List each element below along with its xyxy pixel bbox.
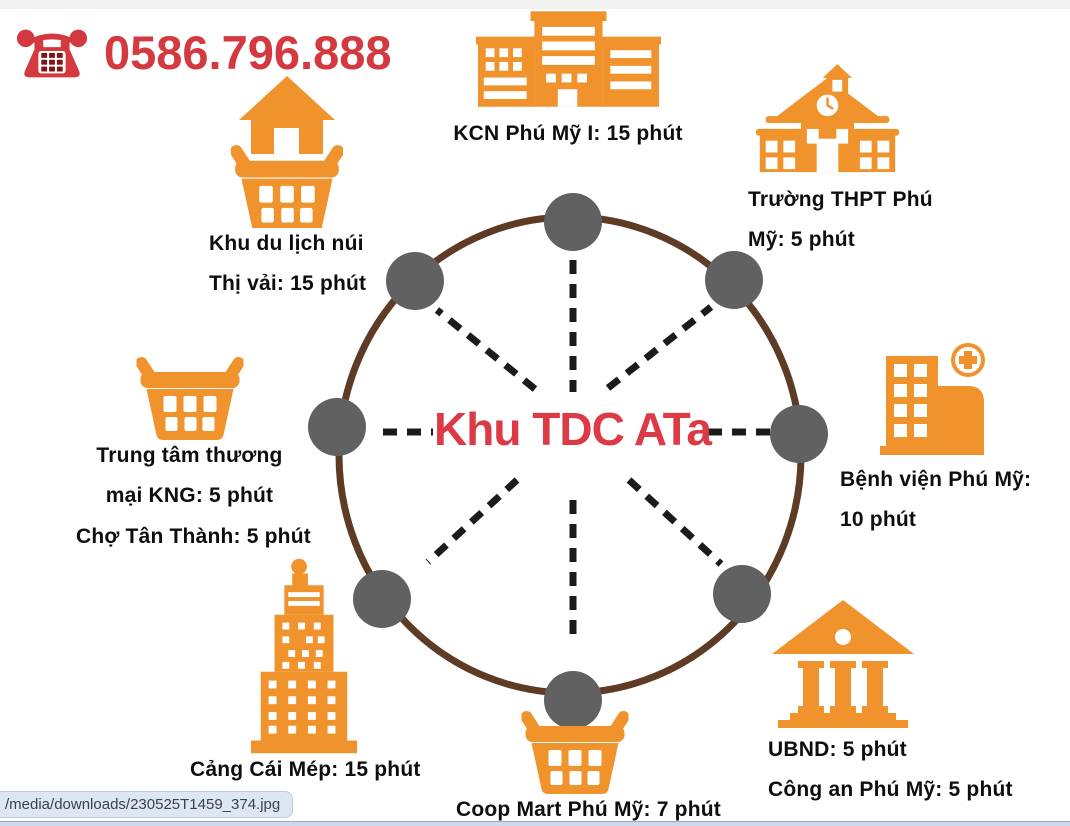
dashed-spokes [383,260,770,643]
bottom-window-edge [0,821,1070,826]
ring-nodes [308,193,828,729]
node-northeast [705,251,763,309]
location-benh-vien: Bệnh viện Phú Mỹ: 10 phút [836,342,1046,547]
node-east [770,405,828,463]
center-project-label: Khu TDC ATa [434,403,712,455]
factory-icon [475,11,661,107]
location-ubnd: UBND: 5 phút Công an Phú Mỹ: 5 phút [764,600,1017,817]
location-cang-cai-mep: Cảng Cái Mép: 15 phút [186,558,425,796]
port-tower-icon [250,558,358,754]
hospital-icon [880,343,985,455]
location-label: Mỹ: 5 phút [744,227,859,253]
shopping-basket-icon [521,710,629,794]
node-northwest [386,252,444,310]
location-label: mại KNG: 5 phút [101,483,278,509]
location-label: Thị vải: 15 phút [205,271,371,297]
location-coop-mart: Coop Mart Phú Mỹ: 7 phút [452,710,725,826]
school-icon [755,64,900,173]
location-truong-thpt: Trường THPT Phú Mỹ: 5 phút [744,64,944,267]
location-label: Coop Mart Phú Mỹ: 7 phút [452,797,725,822]
location-label: Khu du lịch núi [205,231,368,256]
location-label: Bệnh viện Phú Mỹ: [836,467,1036,492]
node-south [544,671,602,729]
node-southwest [353,570,411,628]
file-path-text: /media/downloads/230525T1459_374.jpg [5,796,281,813]
telephone-icon [16,29,88,78]
shopping-basket-icon [136,356,244,440]
location-khu-du-lich: Khu du lịch núi Thị vải: 15 phút [205,76,385,311]
node-north [544,193,602,251]
node-southeast [713,565,771,623]
node-west [308,398,366,456]
status-bar-file-path: /media/downloads/230525T1459_374.jpg [0,791,294,818]
location-label: KCN Phú Mỹ I: 15 phút [449,121,687,146]
phone-number: 0586.796.888 [104,25,392,79]
top-strip [0,0,1070,9]
government-building-icon [772,600,914,728]
location-label: Chợ Tân Thành: 5 phút [72,523,315,549]
location-trung-tam-kng: Trung tâm thương mại KNG: 5 phút Chợ Tân… [72,356,315,563]
location-kcn-phu-my: KCN Phú Mỹ I: 15 phút [448,10,688,160]
location-label: Công an Phú Mỹ: 5 phút [764,777,1017,803]
house-basket-icon [217,76,357,228]
location-label: Trường THPT Phú [744,187,937,212]
location-label: 10 phút [836,507,921,533]
phone-header: 0586.796.888 [14,24,392,80]
location-label: Cảng Cái Mép: 15 phút [186,757,425,782]
location-label: Trung tâm thương [92,443,287,468]
location-label: UBND: 5 phút [764,737,911,762]
